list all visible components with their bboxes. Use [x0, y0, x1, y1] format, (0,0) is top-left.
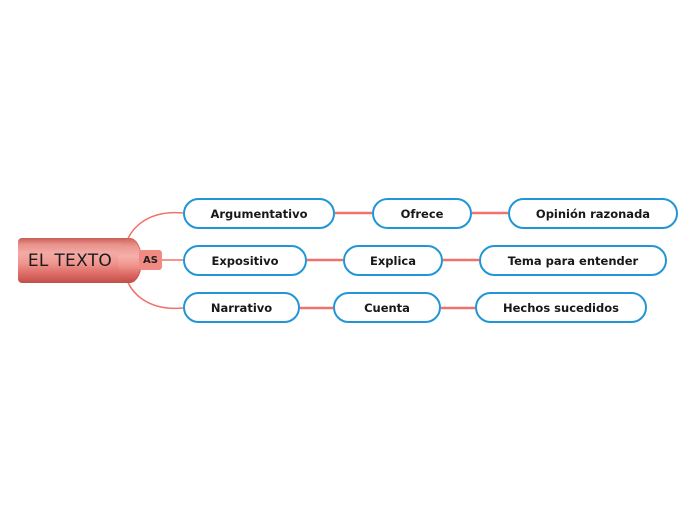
topic-narrativo[interactable]: Narrativo [183, 292, 300, 323]
root-node-label: EL TEXTO [27, 250, 113, 271]
topic-opinion-razonada[interactable]: Opinión razonada [508, 198, 678, 229]
topic-explica[interactable]: Explica [343, 245, 443, 276]
topic-hechos-sucedidos[interactable]: Hechos sucedidos [475, 292, 647, 323]
topic-expositivo[interactable]: Expositivo [183, 245, 307, 276]
topic-cuenta[interactable]: Cuenta [333, 292, 441, 323]
relationship-chip-as[interactable]: AS [139, 250, 162, 270]
root-node-cap [118, 238, 142, 283]
root-node[interactable]: EL TEXTO [18, 238, 142, 283]
topic-tema-para-entender[interactable]: Tema para entender [479, 245, 667, 276]
topic-argumentativo[interactable]: Argumentativo [183, 198, 335, 229]
topic-ofrece[interactable]: Ofrece [372, 198, 472, 229]
root-node-body [18, 238, 130, 283]
